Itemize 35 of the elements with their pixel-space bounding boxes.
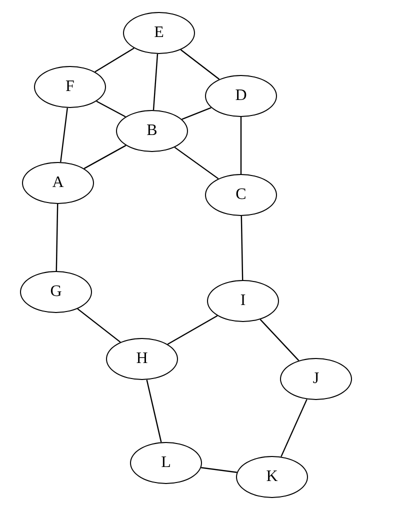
- connector-line: [77, 308, 121, 343]
- connector-line: [240, 216, 244, 280]
- connector-line: [280, 399, 308, 457]
- graph-node-ellipse: [116, 110, 188, 152]
- connector-line: [240, 117, 242, 174]
- node-label: F: [66, 78, 74, 96]
- node-label: J: [312, 370, 320, 388]
- node-label: C: [236, 186, 246, 204]
- graph-node-ellipse: [22, 162, 94, 204]
- connector-line: [180, 49, 220, 80]
- node-label: H: [136, 350, 148, 368]
- node-label: A: [52, 174, 64, 192]
- graph-node-ellipse: [106, 338, 178, 380]
- connector-line: [96, 100, 126, 118]
- connector-line: [201, 467, 237, 473]
- connector-line: [152, 54, 158, 110]
- graph-node-ellipse: [205, 75, 277, 117]
- connector-line: [167, 315, 218, 345]
- connector-line: [94, 48, 134, 72]
- connector-line: [260, 319, 300, 361]
- node-label: I: [240, 292, 246, 310]
- connector-line: [84, 144, 126, 170]
- node-label: K: [266, 468, 278, 486]
- node-label: E: [154, 24, 164, 42]
- graph-node-ellipse: [207, 280, 279, 322]
- graph-node-ellipse: [34, 66, 106, 108]
- node-label: D: [235, 87, 247, 105]
- connector-line: [174, 146, 219, 180]
- connector-line: [182, 107, 212, 120]
- node-label: G: [50, 283, 62, 301]
- node-label: L: [161, 454, 171, 472]
- connector-line: [60, 108, 68, 162]
- connector-line: [146, 380, 162, 442]
- connector-line: [56, 204, 58, 272]
- node-label: B: [146, 122, 158, 140]
